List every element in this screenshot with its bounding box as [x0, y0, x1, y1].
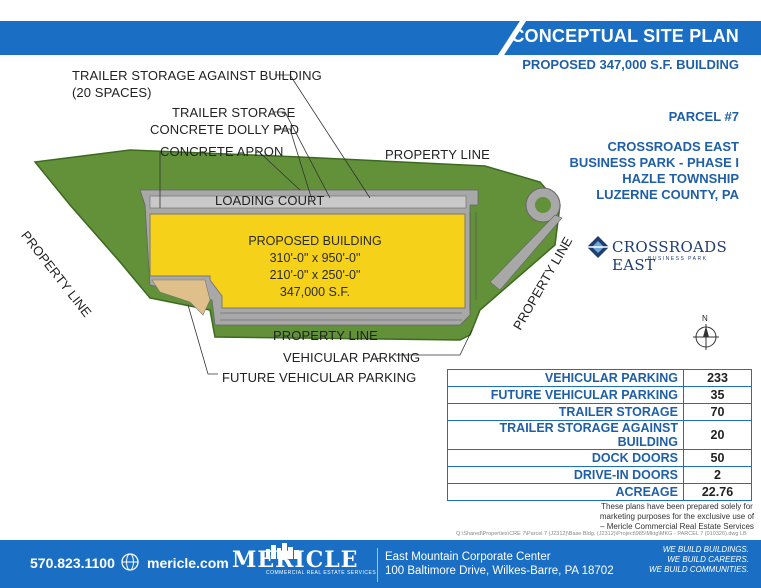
building-dim-1: 310'-0" x 950'-0" — [269, 251, 361, 265]
address-line: 100 Baltimore Drive, Wilkes-Barre, PA 18… — [385, 565, 614, 577]
label-concrete-dolly-pad: CONCRETE DOLLY PAD — [150, 122, 300, 137]
stat-value: 20 — [683, 420, 752, 450]
site-plan-map — [33, 74, 719, 375]
label-concrete-apron: CONCRETE APRON — [160, 144, 284, 159]
label-trailer-storage-against-building: TRAILER STORAGE AGAINST BUILDING — [72, 68, 322, 83]
footer-phone[interactable]: 570.823.1100 — [30, 555, 115, 571]
building-title: PROPOSED BUILDING — [248, 234, 382, 248]
crossroads-logo-sub: BUSINESS PARK — [648, 256, 708, 262]
project-county: LUZERNE COUNTY, PA — [596, 187, 739, 202]
tagline-line: WE BUILD COMMUNITIES. — [648, 565, 749, 574]
north-arrow — [693, 324, 719, 350]
label-future-vehicular-parking: FUTURE VEHICULAR PARKING — [222, 370, 417, 385]
mericle-logo: MERICLE — [232, 547, 359, 573]
stat-label: ACREAGE — [447, 483, 684, 501]
building-area: 347,000 S.F. — [279, 285, 351, 299]
page-title: CONCEPTUAL SITE PLAN — [511, 26, 739, 46]
address-line: East Mountain Corporate Center — [385, 551, 551, 563]
label-spaces: (20 SPACES) — [72, 85, 152, 100]
crossroads-logo-icon — [587, 236, 609, 258]
file-path: Q:\Shared\Properties\CRE 7\Parcel 7 (J23… — [456, 531, 747, 537]
stat-label: TRAILER STORAGE — [447, 403, 684, 421]
footer-address: East Mountain Corporate Center 100 Balti… — [385, 550, 614, 578]
north-label: N — [702, 314, 708, 323]
stat-label: FUTURE VEHICULAR PARKING — [447, 386, 684, 404]
label-property-line-top: PROPERTY LINE — [385, 147, 490, 162]
disclaimer-line: – Mericle Commercial Real Estate Service… — [600, 522, 754, 531]
label-vehicular-parking: VEHICULAR PARKING — [283, 350, 421, 365]
stat-value: 2 — [683, 466, 752, 484]
tagline-line: WE BUILD CAREERS. — [667, 555, 749, 564]
mericle-logo-sub: COMMERCIAL REAL ESTATE SERVICES — [266, 570, 377, 576]
loading-court — [149, 195, 467, 209]
access-road — [489, 214, 563, 291]
crossroads-logo-name: CROSSROADS EAST — [612, 238, 728, 274]
project-name-2: BUSINESS PARK - PHASE I — [569, 155, 739, 170]
label-loading-court: LOADING COURT — [215, 193, 325, 208]
page-subtitle: PROPOSED 347,000 S.F. BUILDING — [522, 57, 739, 72]
disclaimer-line: marketing purposes for the exclusive use… — [599, 512, 755, 521]
globe-icon — [121, 553, 139, 571]
footer-divider — [377, 548, 378, 582]
skyline-icon — [266, 543, 299, 559]
building-dim-2: 210'-0" x 250'-0" — [269, 268, 361, 282]
stat-label: DRIVE-IN DOORS — [447, 466, 684, 484]
stat-label: TRAILER STORAGE AGAINST BUILDING — [447, 420, 684, 450]
label-trailer-storage: TRAILER STORAGE — [172, 105, 296, 120]
stat-label: DOCK DOORS — [447, 449, 684, 467]
project-name-1: CROSSROADS EAST — [607, 139, 739, 154]
label-property-line-bottom: PROPERTY LINE — [273, 328, 378, 343]
stat-value: 233 — [683, 369, 752, 387]
stat-value: 70 — [683, 403, 752, 421]
project-township: HAZLE TOWNSHIP — [622, 171, 739, 186]
disclaimer-line: These plans have been prepared solely fo… — [601, 502, 753, 511]
footer-website[interactable]: mericle.com — [147, 555, 229, 571]
parcel-label: PARCEL #7 — [668, 109, 739, 124]
proposed-building — [149, 213, 466, 309]
disclaimer: These plans have been prepared solely fo… — [598, 502, 756, 532]
parking-stripes — [220, 212, 477, 321]
stat-value: 35 — [683, 386, 752, 404]
footer-tagline: WE BUILD BUILDINGS. WE BUILD CAREERS. WE… — [649, 545, 749, 575]
tagline-line: WE BUILD BUILDINGS. — [662, 545, 749, 554]
stat-value: 22.76 — [683, 483, 752, 501]
future-parking — [151, 279, 211, 316]
header-bar — [0, 21, 761, 55]
stat-value: 50 — [683, 449, 752, 467]
stat-label: VEHICULAR PARKING — [447, 369, 684, 387]
